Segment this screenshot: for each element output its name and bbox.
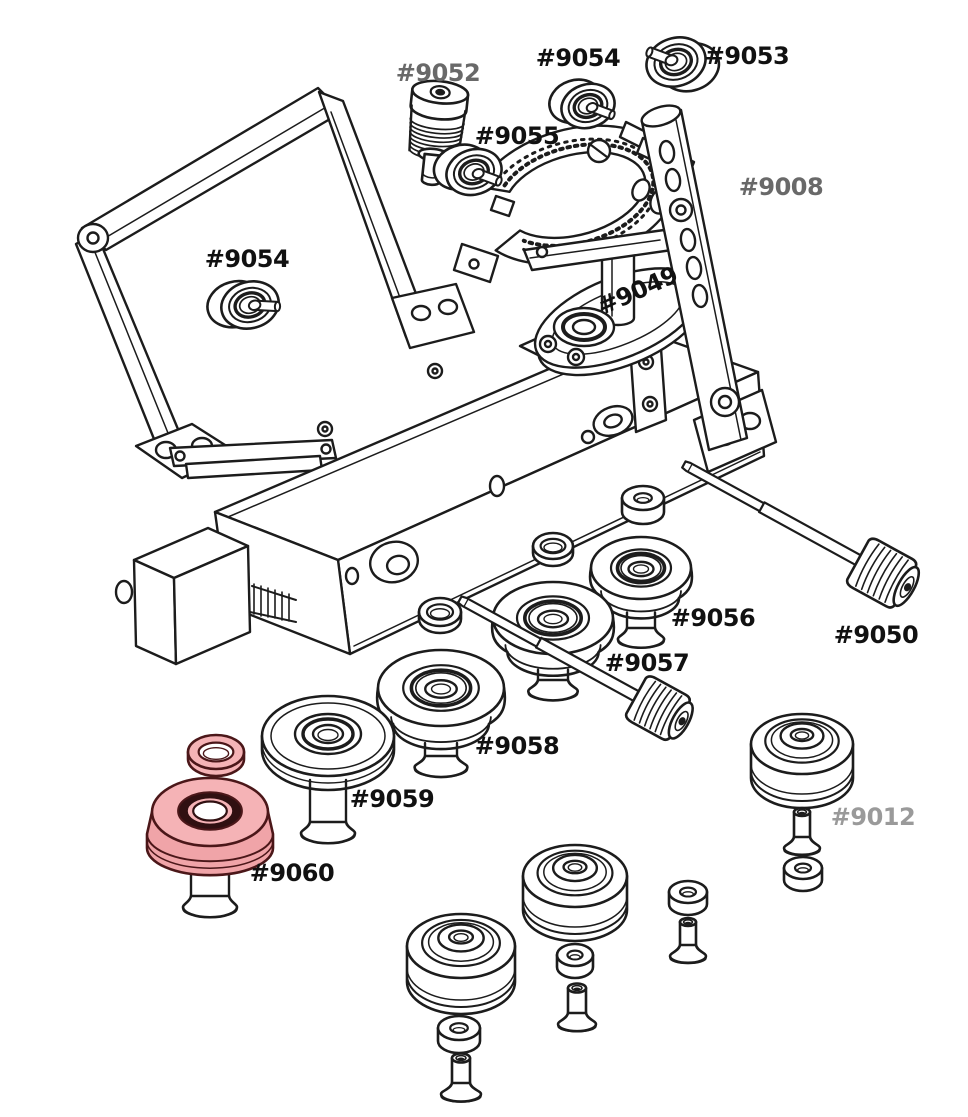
part-label-9058: #9058 xyxy=(475,732,559,760)
spacer-ring xyxy=(417,596,463,635)
part-9053 xyxy=(645,36,721,93)
machine-body xyxy=(114,328,778,666)
loose-parts-layer xyxy=(145,36,921,1103)
flanged-washer xyxy=(620,484,666,526)
part-label-9053: #9053 xyxy=(705,42,789,70)
adjuster-stud xyxy=(114,579,134,605)
part-9057 xyxy=(457,595,694,742)
part-label-9055: #9055 xyxy=(475,122,559,150)
part-label-9054-left: #9054 xyxy=(205,245,289,273)
part-label-9054-top: #9054 xyxy=(536,44,620,72)
roller-with-stem xyxy=(490,580,616,702)
spacer-ring xyxy=(531,531,575,568)
part-9050 xyxy=(681,460,921,609)
rivet xyxy=(556,982,598,1033)
part-9059 xyxy=(260,694,396,845)
rivet xyxy=(439,1052,483,1103)
washer xyxy=(436,1014,482,1055)
part-label-9057: #9057 xyxy=(605,649,689,677)
part-label-9056: #9056 xyxy=(671,604,755,632)
machine-assembly xyxy=(74,86,778,666)
rivet xyxy=(668,916,708,965)
frame-handle xyxy=(74,86,476,480)
rivet xyxy=(782,806,822,857)
part-9055 xyxy=(432,143,503,197)
highlight-spacer-ring xyxy=(186,733,246,778)
threaded-rod xyxy=(253,583,290,622)
part-9056 xyxy=(588,535,694,650)
mount-plate xyxy=(533,235,706,377)
part-label-9052: #9052 xyxy=(396,59,480,87)
washer xyxy=(667,879,709,917)
washer xyxy=(555,942,595,980)
part-label-9008: #9008 xyxy=(739,173,823,201)
support-arm xyxy=(640,104,749,452)
part-label-9059: #9059 xyxy=(350,785,434,813)
roller xyxy=(521,843,629,943)
roller xyxy=(405,912,517,1016)
part-9012 xyxy=(749,712,855,810)
part-label-9012: #9012 xyxy=(831,803,915,831)
serrated-edge xyxy=(502,142,656,248)
part-9060 xyxy=(145,776,275,919)
washer xyxy=(782,855,824,893)
part-label-9050: #9050 xyxy=(834,621,918,649)
part-9058 xyxy=(375,648,507,779)
part-label-9060: #9060 xyxy=(250,859,334,887)
part-9054-top xyxy=(548,78,616,130)
part-9054-left xyxy=(206,279,282,330)
